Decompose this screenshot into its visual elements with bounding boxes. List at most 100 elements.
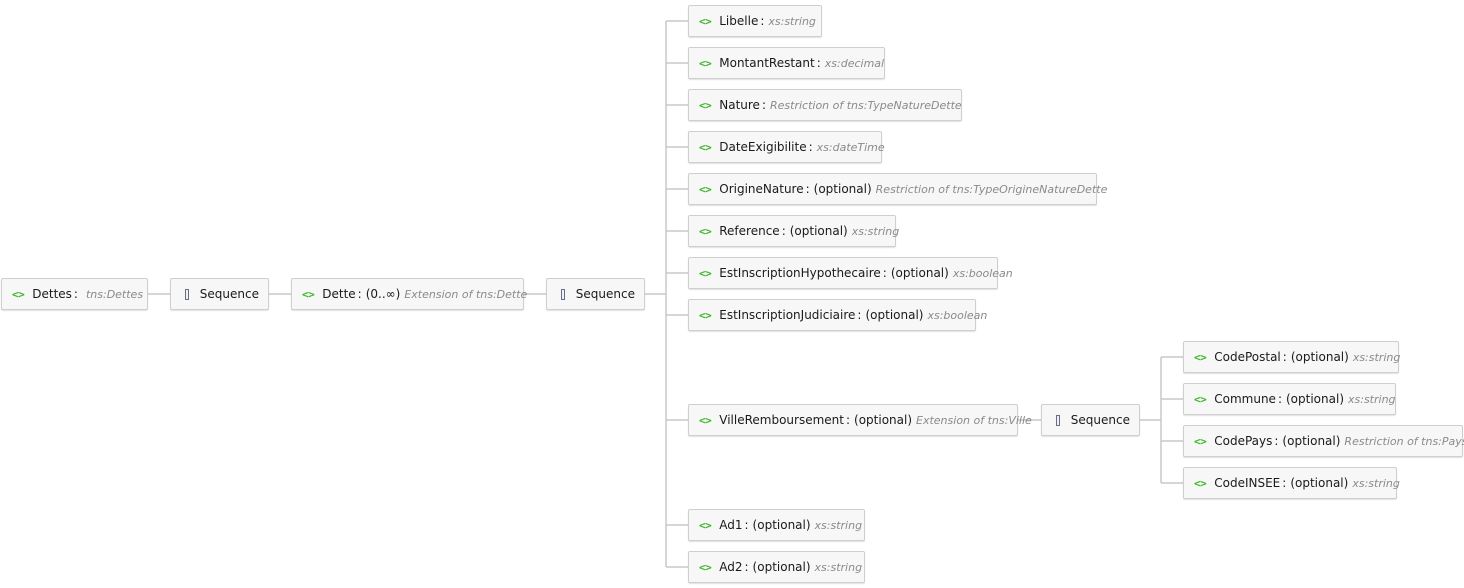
element-type: xs:boolean xyxy=(927,308,988,322)
element-angle-brackets-icon: <> xyxy=(12,287,25,301)
element-node-codepays[interactable]: <> CodePays : (optional) Restriction of … xyxy=(1183,425,1464,457)
element-name: OrigineNature xyxy=(719,182,804,196)
element-node-montantrestant[interactable]: <> MontantRestant : xs:decimal xyxy=(688,47,885,79)
element-name: Commune xyxy=(1214,392,1276,406)
element-angle-brackets-icon: <> xyxy=(302,287,315,301)
element-type: tns:Dettes xyxy=(85,287,144,301)
sequence-list-icon xyxy=(185,288,189,300)
element-angle-brackets-icon: <> xyxy=(699,182,712,196)
element-optional: (optional) xyxy=(752,518,811,532)
element-angle-brackets-icon: <> xyxy=(1194,434,1207,448)
element-name: VilleRemboursement xyxy=(719,413,844,427)
element-angle-brackets-icon: <> xyxy=(699,413,712,427)
element-separator: : xyxy=(781,224,786,238)
element-type: Restriction of tns:TypeOrigineNatureDett… xyxy=(875,182,1108,196)
element-type: Extension of tns:Ville xyxy=(916,413,1032,427)
element-node-codeinsee[interactable]: <> CodeINSEE : (optional) xs:string xyxy=(1183,467,1400,499)
element-separator: : xyxy=(73,287,78,301)
element-optional: (optional) xyxy=(865,308,924,322)
element-angle-brackets-icon: <> xyxy=(1194,350,1207,364)
element-separator: : xyxy=(816,56,821,70)
element-separator: : xyxy=(1282,350,1287,364)
element-optional: (optional) xyxy=(813,182,872,196)
element-optional: (optional) xyxy=(752,560,811,574)
element-name: CodePays xyxy=(1214,434,1273,448)
element-separator: : xyxy=(761,98,766,112)
element-node-originenature[interactable]: <> OrigineNature : (optional) Restrictio… xyxy=(688,173,1107,205)
element-node-estinscriptionjudiciaire[interactable]: <> EstInscriptionJudiciaire : (optional)… xyxy=(688,299,987,331)
element-angle-brackets-icon: <> xyxy=(699,224,712,238)
element-type: xs:string xyxy=(851,224,900,238)
sequence-list-icon xyxy=(1056,414,1060,426)
element-name: DateExigibilite xyxy=(719,140,807,154)
element-optional: (optional) xyxy=(890,266,949,280)
element-type: xs:string xyxy=(814,560,863,574)
element-separator: : xyxy=(882,266,887,280)
element-node-dette[interactable]: <> Dette : (0..∞) Extension of tns:Dette xyxy=(291,278,528,310)
element-name: Ad1 xyxy=(719,518,743,532)
element-name: Dettes xyxy=(32,287,72,301)
element-occurs: (0..∞) xyxy=(365,287,401,301)
element-name: EstInscriptionJudiciaire xyxy=(719,308,856,322)
element-optional: (optional) xyxy=(1290,476,1349,490)
sequence-label: Sequence xyxy=(1070,413,1130,427)
element-separator: : xyxy=(744,560,749,574)
element-type: xs:string xyxy=(1352,350,1401,364)
element-optional: (optional) xyxy=(1286,392,1344,406)
element-optional: (optional) xyxy=(854,413,913,427)
element-type: Restriction of tns:Pays xyxy=(1344,434,1464,448)
element-separator: : xyxy=(744,518,749,532)
element-name: Nature xyxy=(719,98,760,112)
sequence-node-2[interactable]: Sequence xyxy=(546,278,645,310)
element-separator: : xyxy=(805,182,810,196)
element-name: CodeINSEE xyxy=(1214,476,1281,490)
element-type: xs:string xyxy=(1352,476,1400,490)
element-separator: : xyxy=(357,287,362,301)
sequence-node-1[interactable]: Sequence xyxy=(170,278,269,310)
element-separator: : xyxy=(1277,392,1282,406)
element-type: xs:string xyxy=(1348,392,1396,406)
element-type: Restriction of tns:TypeNatureDette xyxy=(770,98,962,112)
element-type: xs:decimal xyxy=(824,56,885,70)
sequence-list-icon xyxy=(561,288,565,300)
element-optional: (optional) xyxy=(1290,350,1349,364)
element-angle-brackets-icon: <> xyxy=(699,98,712,112)
element-separator: : xyxy=(1274,434,1279,448)
element-separator: : xyxy=(760,14,765,28)
element-node-ad1[interactable]: <> Ad1 : (optional) xs:string xyxy=(688,509,865,541)
element-type: xs:string xyxy=(814,518,863,532)
element-name: Ad2 xyxy=(719,560,743,574)
element-separator: : xyxy=(845,413,851,427)
element-node-codepostal[interactable]: <> CodePostal : (optional) xs:string xyxy=(1183,341,1401,373)
element-angle-brackets-icon: <> xyxy=(699,560,712,574)
element-node-estinscriptionhypothecaire[interactable]: <> EstInscriptionHypothecaire : (optiona… xyxy=(688,257,1013,289)
element-name: EstInscriptionHypothecaire xyxy=(719,266,881,280)
element-angle-brackets-icon: <> xyxy=(699,14,712,28)
element-type: Extension of tns:Dette xyxy=(404,287,528,301)
element-node-reference[interactable]: <> Reference : (optional) xs:string xyxy=(688,215,899,247)
element-type: xs:dateTime xyxy=(816,140,885,154)
element-node-ad2[interactable]: <> Ad2 : (optional) xs:string xyxy=(688,551,865,583)
sequence-label: Sequence xyxy=(575,287,635,301)
element-node-villeremboursement[interactable]: <> VilleRemboursement : (optional) Exten… xyxy=(688,404,1032,436)
element-separator: : xyxy=(1282,476,1287,490)
element-angle-brackets-icon: <> xyxy=(699,308,712,322)
element-optional: (optional) xyxy=(789,224,848,238)
element-node-dettes[interactable]: <> Dettes : tns:Dettes xyxy=(1,278,148,310)
element-name: Reference xyxy=(719,224,780,238)
element-separator: : xyxy=(857,308,862,322)
element-node-nature[interactable]: <> Nature : Restriction of tns:TypeNatur… xyxy=(688,89,962,121)
element-angle-brackets-icon: <> xyxy=(1194,476,1207,490)
element-node-libelle[interactable]: <> Libelle : xs:string xyxy=(688,5,822,37)
element-node-commune[interactable]: <> Commune : (optional) xs:string xyxy=(1183,383,1396,415)
sequence-node-3[interactable]: Sequence xyxy=(1041,404,1140,436)
element-name: Libelle xyxy=(719,14,759,28)
element-optional: (optional) xyxy=(1282,434,1341,448)
element-angle-brackets-icon: <> xyxy=(699,518,712,532)
element-node-dateexigibilite[interactable]: <> DateExigibilite : xs:dateTime xyxy=(688,131,885,163)
element-separator: : xyxy=(808,140,813,154)
element-angle-brackets-icon: <> xyxy=(699,56,712,70)
element-angle-brackets-icon: <> xyxy=(699,266,712,280)
element-angle-brackets-icon: <> xyxy=(699,140,712,154)
